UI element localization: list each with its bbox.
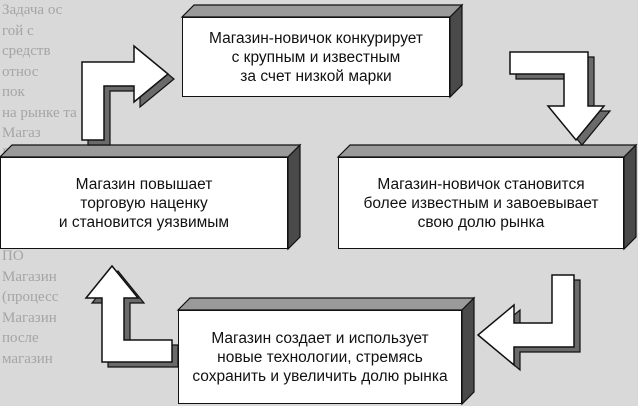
- bent-arrow-bottom-right-icon: [476, 274, 581, 372]
- bg-line: магазин: [2, 350, 53, 367]
- box-right-line: свою долю рынка: [417, 213, 545, 231]
- bg-line: (процесс: [2, 289, 59, 305]
- bg-line: Задача ос: [2, 2, 63, 18]
- box-top-line: Магазин-новичок конкурирует: [209, 29, 423, 47]
- box-left: Магазин повышает торговую наценку и стан…: [0, 143, 302, 251]
- box-right-line: более известным и завоевывает: [363, 194, 599, 212]
- bg-line: Магазин: [2, 268, 57, 285]
- box-bottom-3d-sides: [176, 296, 476, 406]
- box-bottom-face: Магазин создает и использует новые техно…: [178, 310, 462, 404]
- box-bottom-line: новые технологии, стремясь: [217, 348, 423, 366]
- bg-line: ПО: [2, 248, 24, 264]
- box-top-line: с крупным и известным: [231, 48, 401, 66]
- box-right: Магазин-новичок становится более известн…: [336, 143, 638, 251]
- box-bottom-line: сохранить и увеличить долю рынка: [192, 367, 448, 385]
- box-bottom: Магазин создает и использует новые техно…: [176, 296, 476, 406]
- bg-line: Магазин: [2, 309, 57, 326]
- box-top-face: Магазин-новичок конкурирует с крупным и …: [182, 17, 450, 97]
- bent-arrow-top-right-icon: [509, 51, 612, 146]
- bg-line: после: [2, 330, 39, 346]
- box-top: Магазин-новичок конкурирует с крупным и …: [180, 3, 464, 99]
- bent-arrow-bottom-left-icon: [84, 264, 179, 368]
- box-left-line: и становится уязвимым: [58, 213, 230, 231]
- box-left-line: торговую наценку: [80, 194, 208, 212]
- bg-line: средств: [2, 43, 51, 59]
- bent-arrow-top-left-icon: [81, 44, 175, 146]
- bg-line: на рынке та: [2, 104, 77, 121]
- box-top-line: за счет низкой марки: [240, 67, 392, 85]
- bg-line: Магаз: [2, 125, 41, 141]
- bg-line: гой с: [2, 22, 34, 39]
- bg-line: пок: [2, 84, 25, 100]
- box-right-line: Магазин-новичок становится: [377, 175, 585, 193]
- box-bottom-line: Магазин создает и использует: [211, 329, 429, 347]
- bg-line: относ: [2, 63, 39, 80]
- box-right-3d-sides: [336, 143, 638, 251]
- box-right-face: Магазин-новичок становится более известн…: [338, 157, 624, 249]
- box-left-face: Магазин повышает торговую наценку и стан…: [0, 157, 288, 249]
- box-left-line: Магазин повышает: [75, 175, 213, 193]
